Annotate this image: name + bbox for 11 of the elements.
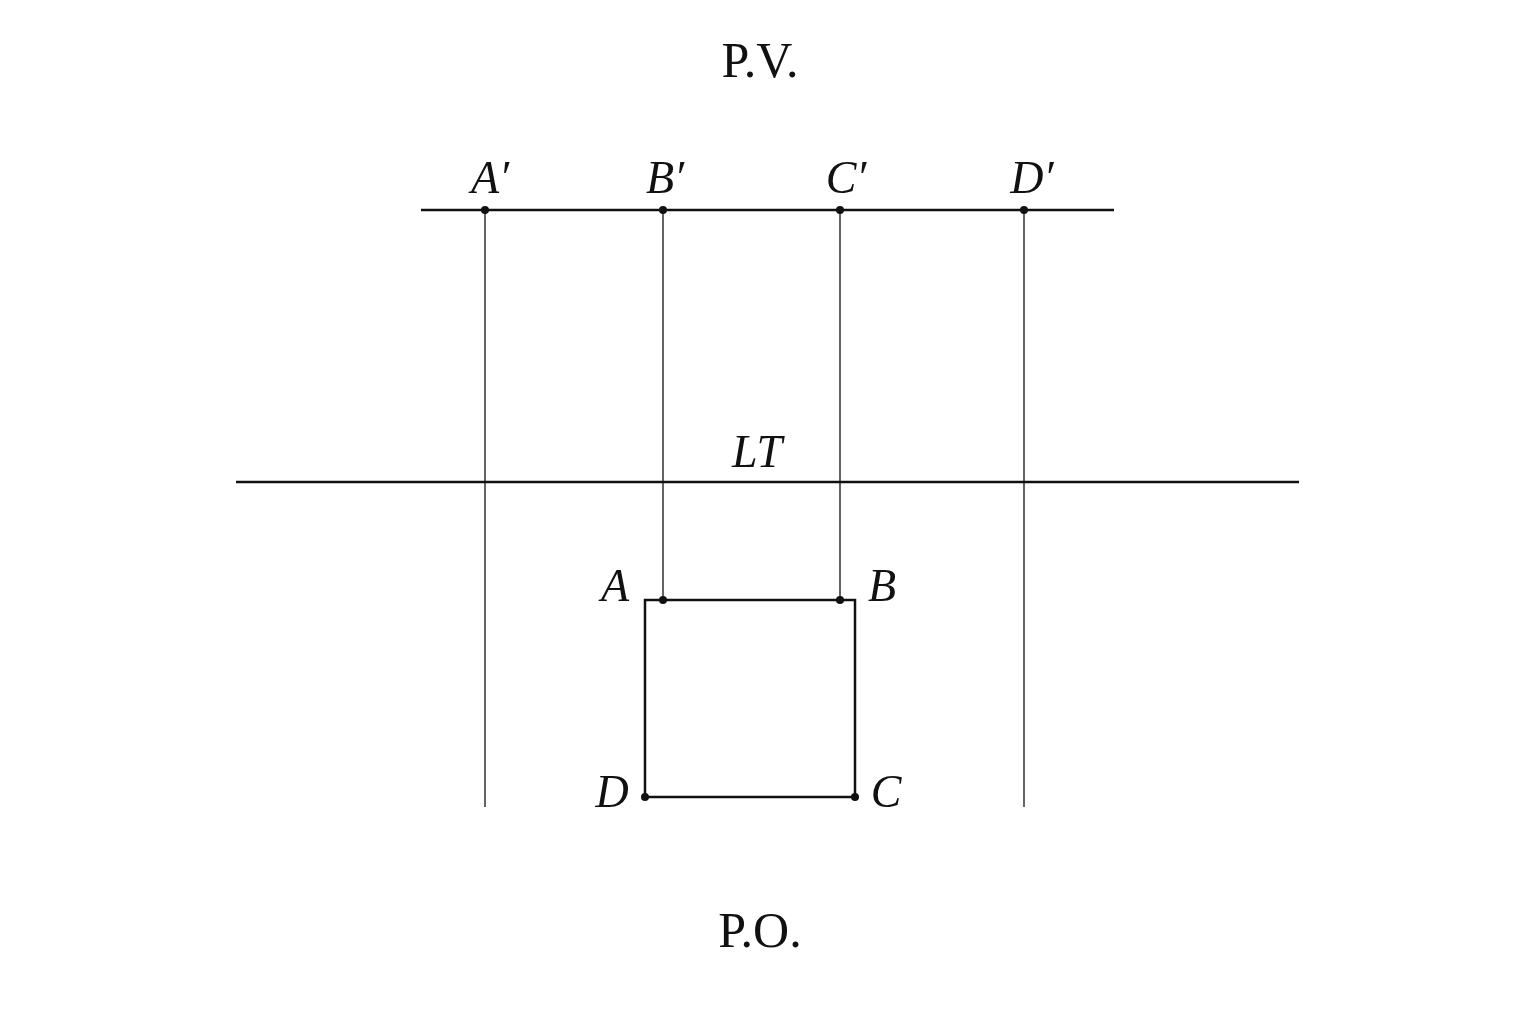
point-label: A′ xyxy=(470,155,510,201)
point-label: D′ xyxy=(1010,155,1054,201)
point-label: B xyxy=(867,563,897,609)
line-label: LT xyxy=(731,429,783,475)
plane-label: P.V. xyxy=(721,35,799,85)
point-label: A xyxy=(600,563,630,609)
point-label: C′ xyxy=(825,155,867,201)
point-label: C xyxy=(870,769,902,815)
plane-label: P.O. xyxy=(718,905,802,955)
point-label: B′ xyxy=(645,155,685,201)
point-label: D xyxy=(595,769,629,815)
